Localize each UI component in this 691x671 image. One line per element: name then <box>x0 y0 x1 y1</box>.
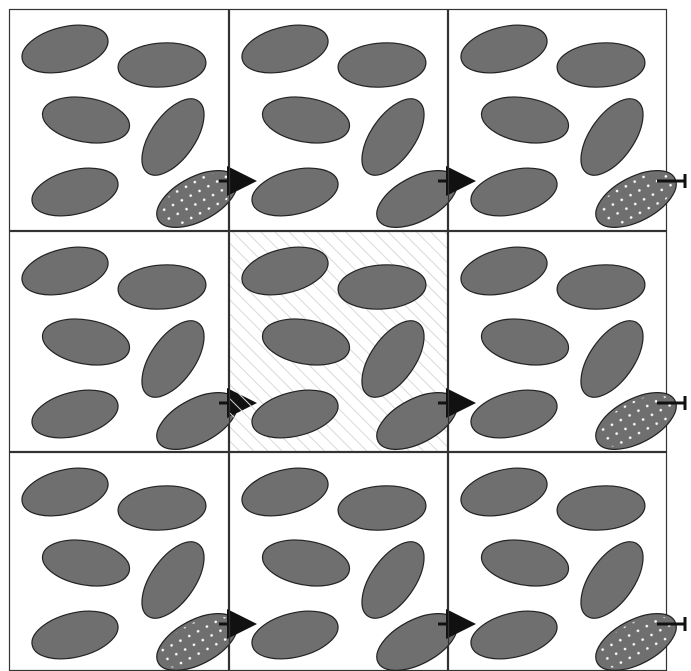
cell-r2-c1 <box>230 453 471 671</box>
ellipse-middle-left <box>39 91 133 150</box>
ellipse-top-left <box>456 239 552 303</box>
ellipse-bottom-left <box>27 603 123 667</box>
cell-r1-c2 <box>449 232 686 462</box>
cell-r2-c2 <box>449 453 686 671</box>
ellipse-middle-left <box>259 91 353 150</box>
ellipse-middle-left <box>478 534 572 593</box>
ellipse-bottom-left <box>27 160 123 224</box>
cell-r0-c2 <box>449 10 686 240</box>
ellipse-top-right <box>556 262 647 312</box>
ellipse-middle-right <box>569 531 656 628</box>
cell-r0-c1 <box>230 10 471 240</box>
ellipse-top-left <box>17 17 113 81</box>
ellipse-middle-left <box>478 91 572 150</box>
cell-r2-c0 <box>10 453 252 671</box>
ellipse-middle-left <box>259 534 353 593</box>
ellipse-bottom-left <box>466 382 562 446</box>
ellipse-middle-right <box>350 531 437 628</box>
ellipse-top-right <box>337 40 428 90</box>
cell-r1-c1 <box>229 231 470 461</box>
ellipse-top-right <box>337 483 428 533</box>
ellipse-bottom-left <box>247 603 343 667</box>
ellipse-bottom-left <box>466 603 562 667</box>
ellipse-top-left <box>17 460 113 524</box>
cell-r0-c0 <box>10 10 252 240</box>
ellipse-middle-right <box>569 88 656 185</box>
ellipse-middle-right <box>130 310 217 407</box>
ellipse-middle-left <box>39 534 133 593</box>
ellipse-middle-right <box>130 88 217 185</box>
ellipse-middle-left <box>39 313 133 372</box>
ellipse-top-right <box>556 40 647 90</box>
ellipse-top-right <box>117 262 208 312</box>
ellipse-top-left <box>237 460 333 524</box>
ellipse-top-right <box>556 483 647 533</box>
ellipse-top-left <box>456 17 552 81</box>
ellipse-top-right <box>117 40 208 90</box>
ellipse-middle-left <box>478 313 572 372</box>
ellipse-bottom-left <box>466 160 562 224</box>
ellipse-top-right <box>117 483 208 533</box>
ellipse-middle-right <box>350 88 437 185</box>
cell-r1-c0 <box>10 232 252 462</box>
ellipse-middle-right <box>569 310 656 407</box>
ellipse-top-left <box>456 460 552 524</box>
cells-layer <box>10 10 686 671</box>
ellipse-bottom-left <box>27 382 123 446</box>
ellipse-bottom-left <box>247 160 343 224</box>
ellipse-top-left <box>17 239 113 303</box>
ellipse-middle-right <box>130 531 217 628</box>
ellipse-top-left <box>237 17 333 81</box>
